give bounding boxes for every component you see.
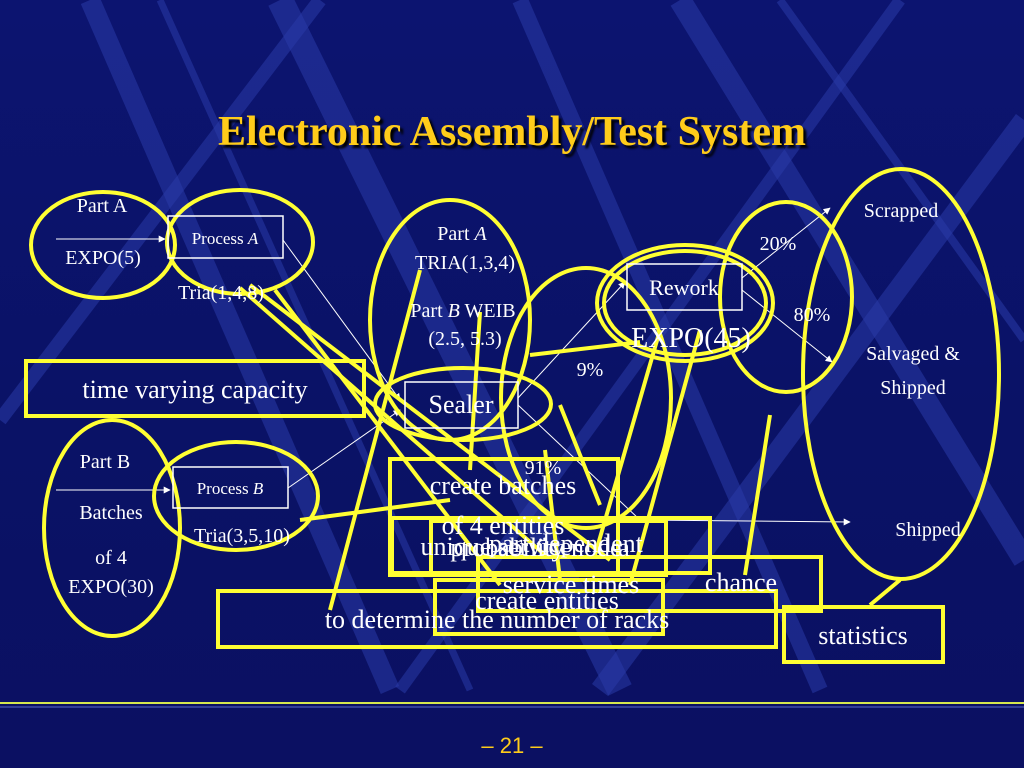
callout-time-varying-box <box>24 359 366 418</box>
process-a-label: Process A <box>192 229 259 248</box>
outcome-scrapped: Scrapped <box>864 200 938 222</box>
callout-time-varying: time varying capacity <box>82 375 307 404</box>
outcome-salvaged-2: Shipped <box>880 377 946 399</box>
sealer-box <box>404 381 519 429</box>
callout-statistics: statistics <box>818 621 908 650</box>
arrivals-b-ellipse <box>42 418 182 638</box>
prob-80: 80% <box>794 304 831 326</box>
prob-9: 9% <box>577 359 604 381</box>
callout-racks: to determine the number of racks <box>325 605 669 634</box>
sealer-label: Sealer <box>429 390 494 419</box>
callout-statistics-box <box>782 605 945 664</box>
sealer-time-part-b-params: (2.5, 5.3) <box>428 328 501 350</box>
outcome-shipped: Shipped <box>895 519 961 541</box>
flow-rework-to-salvaged <box>741 289 833 363</box>
arrivals-a-ellipse <box>29 190 177 300</box>
callout-probability-node: probability node <box>450 533 621 562</box>
process-a-time: Tria(1,4,8) <box>178 282 264 304</box>
arrivals-b-dist: EXPO(30) <box>68 576 154 598</box>
callout-chance: chance <box>705 568 777 597</box>
process-a-box <box>167 215 284 259</box>
callout-overlap-a: a <box>618 533 630 562</box>
callout-unique-service: unique service <box>421 532 572 561</box>
arrivals-a-dist: EXPO(5) <box>65 247 141 269</box>
rework-ellipse <box>595 243 775 363</box>
flow-sealer-to-rework <box>517 281 626 399</box>
prob-91: 91% <box>525 457 562 479</box>
callout-service-chance-box <box>476 555 823 613</box>
slide-title: Electronic Assembly/Test System <box>218 109 806 155</box>
sealer-time-part-b: Part B WEIB <box>410 300 515 322</box>
page-number: – 21 – <box>481 733 543 758</box>
sealer-time-part-a: Part A <box>437 223 487 245</box>
callout-create-entities: create entities <box>475 586 619 615</box>
rework-time: EXPO(45) <box>631 323 751 354</box>
process-b-ellipse <box>152 440 320 552</box>
arrivals-b-of: of 4 <box>95 547 127 569</box>
rework-label: Rework <box>649 275 719 300</box>
callout-create-batches-1: create batches <box>430 471 577 500</box>
rework-branch-ellipse <box>718 200 854 394</box>
outcomes-ellipse <box>801 167 1001 581</box>
callout-part-dependent: part dependent <box>489 529 644 558</box>
process-a-ellipse <box>165 188 315 296</box>
callout-service-times: service times <box>503 570 639 599</box>
process-b-box <box>172 466 289 509</box>
process-b-time: Tria(3,5,10) <box>194 525 290 547</box>
callout-probability-node-box <box>429 519 668 577</box>
arrivals-a-part: Part A <box>77 195 128 217</box>
callout-racks-box <box>216 589 778 649</box>
probability-ellipse <box>499 266 673 530</box>
process-b-label: Process B <box>197 479 264 498</box>
callout-create-entities-box <box>433 578 665 636</box>
arrivals-b-part: Part B <box>80 451 131 473</box>
prob-20: 20% <box>760 233 797 255</box>
callout-create-batches-2: of 4 entities <box>442 511 565 540</box>
sealer-time-part-a-dist: TRIA(1,3,4) <box>415 252 515 274</box>
rework-box <box>626 263 743 311</box>
arrivals-b-batches: Batches <box>79 502 143 524</box>
flow-rework-to-scrapped <box>741 207 831 279</box>
sealer-ellipse <box>373 366 553 442</box>
outcome-salvaged-1: Salvaged & <box>866 343 960 365</box>
